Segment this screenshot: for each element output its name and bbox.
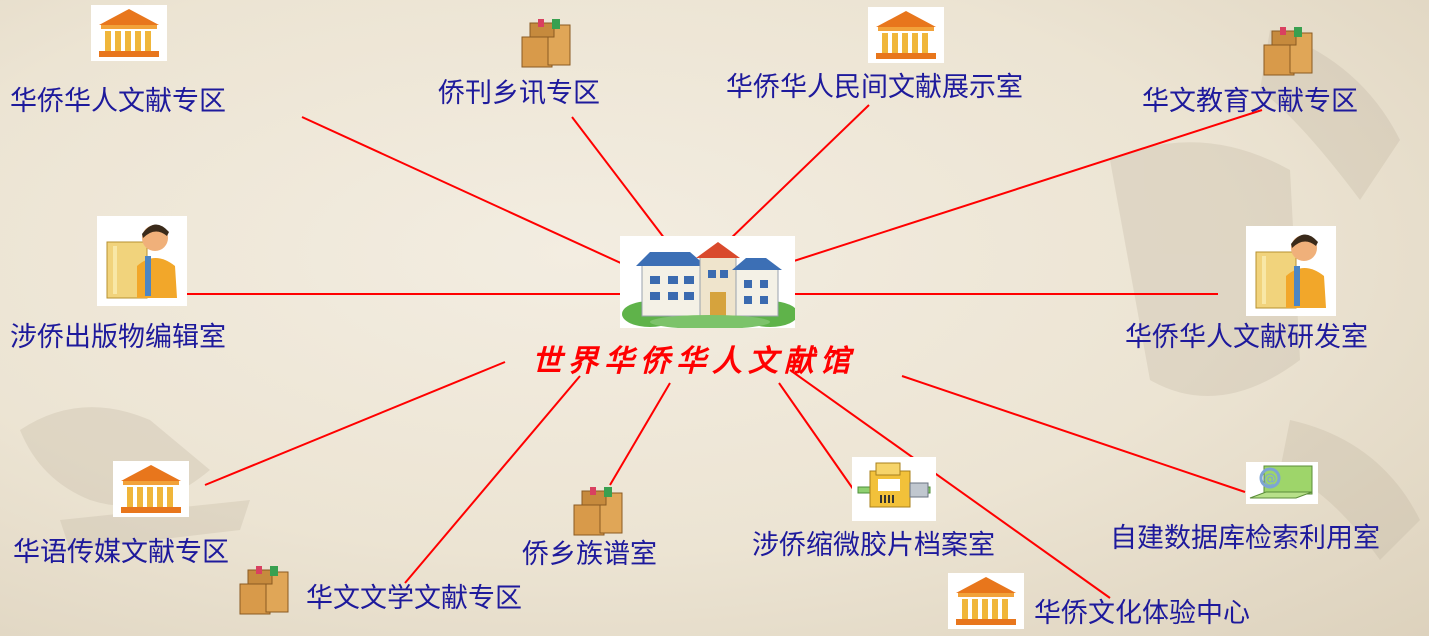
node-label[interactable]: 华侨华人民间文献展示室 (726, 72, 1023, 103)
library-building-icon (620, 236, 795, 328)
building-columns-icon (113, 461, 189, 517)
book-stack-icon (1263, 27, 1313, 76)
connector-line (789, 369, 1111, 599)
connector-line (901, 375, 1246, 493)
connector-line (404, 375, 581, 584)
node-label[interactable]: 华文文学文献专区 (306, 583, 522, 614)
book-stack-icon (521, 19, 571, 68)
svg-text:@: @ (1264, 472, 1277, 487)
node-label[interactable]: 侨乡族谱室 (522, 539, 657, 570)
microfilm-reader-icon (852, 457, 936, 521)
connector-line (765, 109, 1263, 271)
node-label[interactable]: 华文教育文献专区 (1142, 86, 1358, 117)
center-title: 世界华侨华人文献馆 (532, 344, 856, 379)
connector-line (609, 382, 671, 486)
connector-line (725, 104, 870, 244)
node-label[interactable]: 侨刊乡讯专区 (438, 78, 600, 109)
person-book-icon (97, 216, 187, 306)
book-stack-icon (573, 487, 623, 536)
connector-line (778, 382, 859, 497)
building-columns-icon (868, 7, 944, 63)
node-label[interactable]: 自建数据库检索利用室 (1110, 523, 1380, 554)
node-label[interactable]: 华侨华人文献专区 (10, 86, 226, 117)
node-label[interactable]: 华侨华人文献研发室 (1125, 322, 1368, 353)
building-columns-icon (91, 5, 167, 61)
node-label[interactable]: 涉侨缩微胶片档案室 (752, 530, 995, 561)
node-label[interactable]: 华语传媒文献专区 (13, 537, 229, 568)
laptop-email-icon: @ (1246, 462, 1318, 504)
node-label[interactable]: 华侨文化体验中心 (1034, 598, 1250, 629)
node-label[interactable]: 涉侨出版物编辑室 (10, 322, 226, 353)
connector-line (204, 361, 506, 486)
person-book-icon (1246, 226, 1336, 316)
connector-line (301, 116, 637, 271)
connector-line (571, 116, 669, 244)
building-columns-icon (948, 573, 1024, 629)
book-stack-icon (239, 566, 289, 615)
